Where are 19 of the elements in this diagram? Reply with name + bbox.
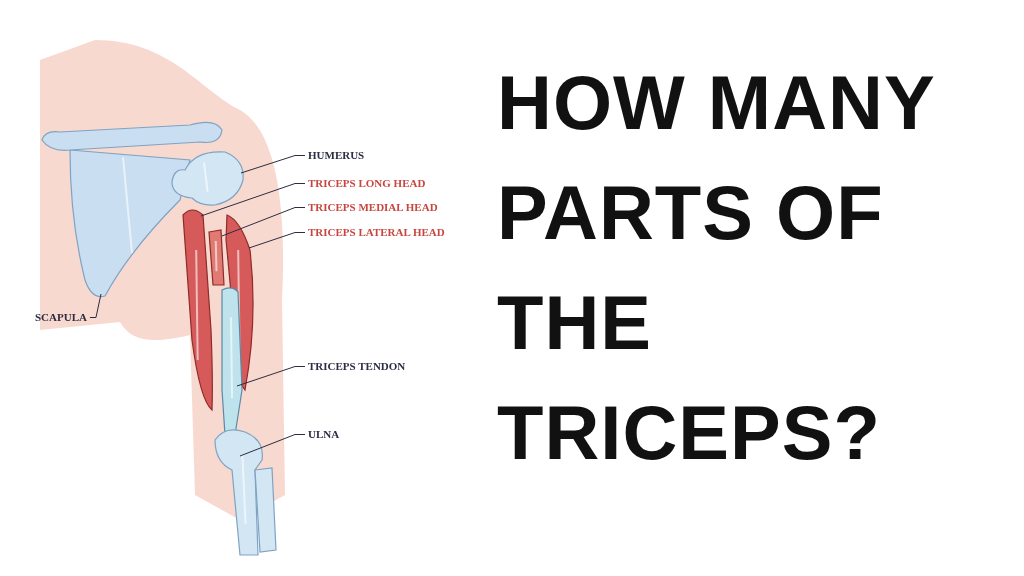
part-label: TRICEPS MEDIAL HEAD bbox=[308, 201, 438, 214]
part-label: ULNA bbox=[308, 428, 340, 441]
part-label: HUMERUS bbox=[308, 149, 365, 162]
part-label: SCAPULA bbox=[35, 311, 87, 324]
part-label: TRICEPS LATERAL HEAD bbox=[308, 226, 445, 239]
leader-line bbox=[240, 155, 306, 174]
heading: HOW MANY PARTS OF THE TRICEPS? bbox=[497, 59, 936, 477]
humerus-bone bbox=[171, 151, 244, 206]
leader-line bbox=[89, 293, 102, 318]
ulna-bone bbox=[214, 429, 277, 556]
scapula-bone bbox=[41, 121, 223, 298]
leader-line bbox=[248, 232, 306, 249]
part-label: TRICEPS LONG HEAD bbox=[308, 177, 426, 190]
leader-line bbox=[239, 434, 306, 457]
leader-line bbox=[200, 183, 306, 217]
leader-line bbox=[236, 366, 306, 387]
part-label: TRICEPS TENDON bbox=[308, 360, 406, 373]
long-head-muscle bbox=[182, 209, 213, 411]
medial-head-muscle bbox=[208, 229, 225, 286]
